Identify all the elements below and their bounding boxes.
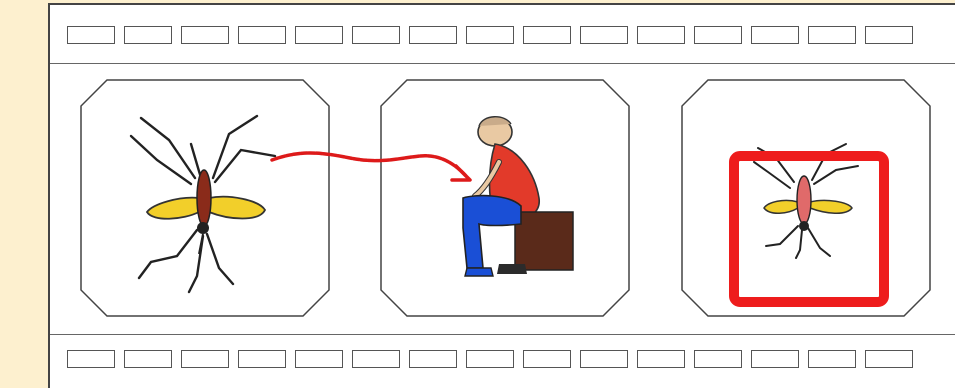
sprocket-hole xyxy=(808,350,856,368)
sprocket-hole xyxy=(865,26,913,44)
sprocket-hole xyxy=(124,350,172,368)
sprocket-hole xyxy=(751,26,799,44)
mosquito-prohibited-icon xyxy=(680,78,932,318)
sprocket-hole xyxy=(409,350,457,368)
frame-person xyxy=(379,78,631,318)
sprocket-hole xyxy=(181,26,229,44)
sprocket-hole xyxy=(580,26,628,44)
sprocket-hole xyxy=(352,350,400,368)
frame-no-mosquito xyxy=(680,78,932,318)
filmstrip-top-divider xyxy=(50,63,955,64)
mosquito-icon xyxy=(79,78,331,318)
filmstrip-bottom-divider xyxy=(50,334,955,335)
sprocket-hole xyxy=(865,350,913,368)
sprocket-row-top xyxy=(67,26,913,44)
sprocket-hole xyxy=(352,26,400,44)
sprocket-hole xyxy=(409,26,457,44)
sprocket-hole xyxy=(523,350,571,368)
sprocket-hole xyxy=(67,26,115,44)
sprocket-hole xyxy=(295,350,343,368)
sprocket-hole xyxy=(466,26,514,44)
sprocket-hole xyxy=(238,350,286,368)
sprocket-row-bottom xyxy=(67,350,913,368)
sprocket-hole xyxy=(637,350,685,368)
sprocket-hole xyxy=(637,26,685,44)
sprocket-hole xyxy=(181,350,229,368)
sprocket-hole xyxy=(694,26,742,44)
sprocket-hole xyxy=(466,350,514,368)
sprocket-hole xyxy=(238,26,286,44)
sprocket-hole xyxy=(580,350,628,368)
person-scratching-leg-icon xyxy=(379,78,631,318)
sprocket-hole xyxy=(523,26,571,44)
sprocket-hole xyxy=(751,350,799,368)
sprocket-hole xyxy=(67,350,115,368)
frame-mosquito xyxy=(79,78,331,318)
sprocket-hole xyxy=(694,350,742,368)
sprocket-hole xyxy=(295,26,343,44)
sprocket-hole xyxy=(124,26,172,44)
sprocket-hole xyxy=(808,26,856,44)
